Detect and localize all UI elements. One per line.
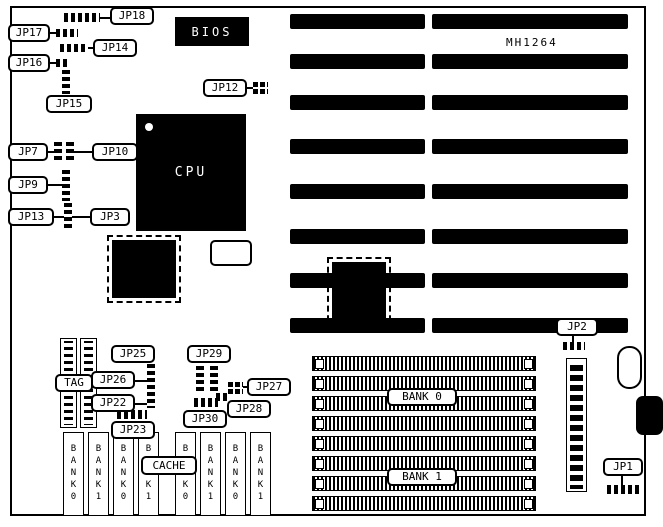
- isa-slot: [290, 184, 425, 199]
- crystal-oscillator: [210, 240, 252, 266]
- model-number: MH1264: [506, 36, 558, 49]
- cache-chip: BANK1: [200, 432, 221, 516]
- cpu-chip: CPU: [136, 114, 246, 231]
- isa-slot: [290, 95, 425, 110]
- simm-socket: [312, 416, 536, 431]
- simm-socket: [312, 496, 536, 511]
- label-bank1: BANK 1: [387, 468, 457, 486]
- cache-chip: BANK1: [250, 432, 271, 516]
- label-jp2: JP2: [556, 318, 598, 336]
- cache-chip: BANK0: [225, 432, 246, 516]
- bios-chip: BIOS: [175, 17, 249, 46]
- leader-line: [100, 17, 110, 19]
- label-jp9: JP9: [8, 176, 48, 194]
- jumper-block-jp29: [210, 366, 218, 392]
- qfp-chip: [107, 235, 181, 303]
- label-jp30: JP30: [183, 410, 227, 428]
- isa-slot: [432, 14, 628, 29]
- leader-line: [72, 216, 90, 218]
- qfp-chip: [327, 257, 391, 331]
- leader-line: [572, 336, 574, 342]
- isa-slot: [432, 184, 628, 199]
- isa-slot: [432, 229, 628, 244]
- isa-slot: [432, 318, 628, 333]
- jumper-block-jp14: [60, 44, 88, 52]
- isa-slot: [290, 139, 425, 154]
- isa-slot: [432, 54, 628, 69]
- jumper-block-jp1: [607, 485, 639, 494]
- leader-line: [50, 32, 56, 34]
- label-jp25: JP25: [111, 345, 155, 363]
- jumper-block-jp13: [64, 203, 72, 231]
- keyboard-connector: [636, 396, 663, 435]
- jumper-block-jp17: [56, 29, 78, 37]
- isa-slot: [290, 14, 425, 29]
- isa-slot: [432, 95, 628, 110]
- label-jp3: JP3: [90, 208, 130, 226]
- isa-slot: [290, 273, 425, 288]
- jumper-block-jp9: [62, 170, 70, 201]
- label-jp22: JP22: [91, 394, 135, 412]
- label-jp17: JP17: [8, 24, 50, 42]
- cache-chip: BANK0: [113, 432, 134, 516]
- jumper-block-jp10: [66, 142, 74, 163]
- jumper-block-jp23: [117, 410, 147, 419]
- simm-socket: [312, 436, 536, 451]
- cache-chip: BANK0: [63, 432, 84, 516]
- cpu-chip-label: CPU: [174, 165, 208, 180]
- isa-slot: [432, 273, 628, 288]
- label-jp15: JP15: [46, 95, 92, 113]
- label-jp26: JP26: [91, 371, 135, 389]
- jumper-block-jp16: [56, 59, 70, 67]
- isa-slot: [290, 54, 425, 69]
- leader-line: [74, 151, 92, 153]
- jumper-block-jp18: [64, 13, 100, 22]
- power-connector: [566, 358, 587, 492]
- label-jp28: JP28: [227, 400, 271, 418]
- label-jp1: JP1: [603, 458, 643, 476]
- label-jp7: JP7: [8, 143, 48, 161]
- bios-chip-label: BIOS: [191, 24, 233, 39]
- jumper-block-jp7: [54, 142, 62, 163]
- isa-slot: [290, 318, 425, 333]
- leader-line: [48, 151, 54, 153]
- leader-line: [247, 87, 253, 89]
- label-jp14: JP14: [93, 39, 137, 57]
- simm-socket: [312, 356, 536, 371]
- leader-line: [135, 403, 147, 405]
- jumper-block-jp30: [194, 398, 218, 407]
- jumper-block-jp29: [196, 366, 204, 392]
- label-jp12: JP12: [203, 79, 247, 97]
- label-jp16: JP16: [8, 54, 50, 72]
- label-jp27: JP27: [247, 378, 291, 396]
- leader-line: [54, 216, 64, 218]
- label-jp13: JP13: [8, 208, 54, 226]
- label-jp23: JP23: [111, 421, 155, 439]
- leader-line: [88, 47, 93, 49]
- leader-line: [135, 380, 147, 382]
- jumper-block-jp28: [216, 393, 228, 401]
- jumper-block-jp27: [228, 381, 243, 394]
- isa-slot: [432, 139, 628, 154]
- jumper-block-jp2: [563, 342, 585, 350]
- cache-chip: BANK1: [88, 432, 109, 516]
- label-jp18: JP18: [110, 7, 154, 25]
- jumper-block-jp25-jp26-jp22: [147, 364, 155, 408]
- leader-line: [50, 62, 56, 64]
- leader-line: [621, 476, 623, 485]
- jumper-block-jp15: [62, 70, 70, 94]
- label-jp10: JP10: [92, 143, 138, 161]
- board-outline: [10, 6, 646, 516]
- leader-line: [48, 184, 62, 186]
- label-tag: TAG: [55, 374, 93, 392]
- isa-slot: [290, 229, 425, 244]
- label-jp29: JP29: [187, 345, 231, 363]
- leader-line: [243, 386, 247, 388]
- label-cache: CACHE: [141, 456, 197, 475]
- label-bank0: BANK 0: [387, 388, 457, 406]
- battery: [617, 346, 642, 389]
- jumper-block-jp12: [253, 81, 268, 94]
